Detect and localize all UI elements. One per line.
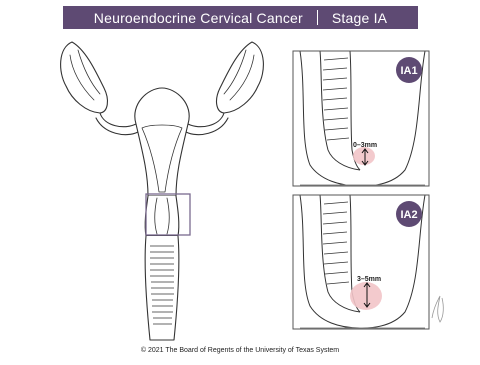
left-ovary — [61, 42, 108, 113]
panel-ia1: IA1 0–3mm — [293, 51, 429, 186]
artist-signature — [432, 296, 443, 322]
panel-ia1-measurement: 0–3mm — [353, 142, 377, 149]
left-fallopian-tube — [100, 113, 136, 127]
uterus-body — [135, 88, 189, 196]
uterus-overview — [61, 42, 264, 340]
copyright-notice: © 2021 The Board of Regents of the Unive… — [0, 347, 480, 354]
panel-ia2-badge-label: IA2 — [400, 209, 417, 221]
right-ovary — [217, 42, 264, 113]
right-fallopian-tube — [188, 113, 224, 127]
panel-ia1-badge-label: IA1 — [400, 65, 417, 77]
panel-ia2: IA2 3–5mm — [293, 195, 429, 329]
panel-ia2-measurement: 3–5mm — [357, 276, 381, 283]
cervix — [145, 196, 179, 236]
